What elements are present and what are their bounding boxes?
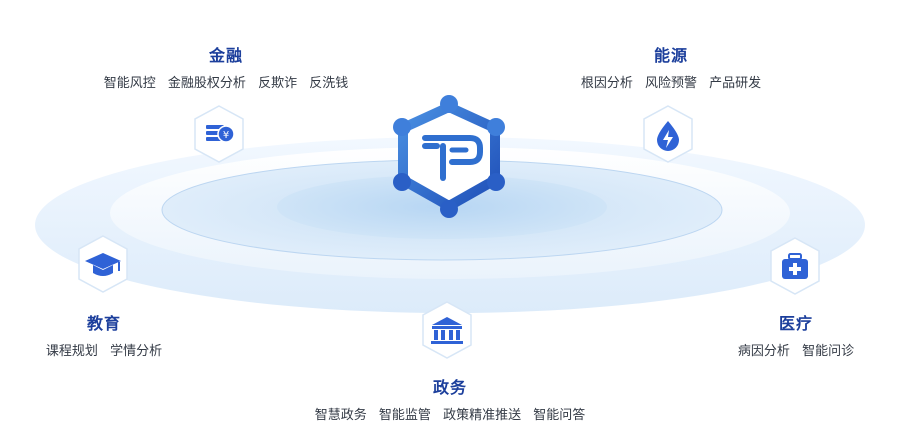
tag: 政策精准推送 xyxy=(443,408,522,423)
tag: 根因分析 xyxy=(580,76,633,91)
medical-kit-icon xyxy=(768,236,822,296)
tag: 风险预警 xyxy=(644,76,697,91)
tag: 智能问答 xyxy=(533,408,586,423)
tag: 智慧政务 xyxy=(314,408,367,423)
government-building-icon xyxy=(420,300,474,360)
tag: 智能风控 xyxy=(103,76,156,91)
tag: 课程规划 xyxy=(45,344,98,359)
tag: 产品研发 xyxy=(709,76,762,91)
tag: 金融股权分析 xyxy=(167,76,246,91)
sector-energy: 能源 根因分析 风险预警 产品研发 xyxy=(540,42,802,91)
tag-list: 智能风控 金融股权分析 反欺诈 反洗钱 xyxy=(70,72,382,91)
graduation-cap-icon xyxy=(76,234,130,294)
tag-list: 智慧政务 智能监管 政策精准推送 智能问答 xyxy=(270,404,630,423)
sector-title: 教育 xyxy=(86,314,121,333)
sector-title: 金融 xyxy=(208,46,243,65)
sector-title: 政务 xyxy=(432,378,467,397)
sector-title: 能源 xyxy=(653,46,688,65)
tag: 智能问诊 xyxy=(802,344,855,359)
tag: 学情分析 xyxy=(110,344,163,359)
sector-medical: 医疗 病因分析 智能问诊 xyxy=(716,310,876,359)
svg-text:¥: ¥ xyxy=(223,130,229,141)
tag: 反欺诈 xyxy=(258,76,298,91)
water-drop-bolt-icon xyxy=(641,104,695,164)
sector-government: 政务 智慧政务 智能监管 政策精准推送 智能问答 xyxy=(270,374,630,423)
sector-finance: 金融 智能风控 金融股权分析 反欺诈 反洗钱 xyxy=(70,42,382,91)
tag: 智能监管 xyxy=(378,408,431,423)
tag-list: 课程规划 学情分析 xyxy=(24,340,184,359)
tag: 病因分析 xyxy=(737,344,790,359)
sector-education: 教育 课程规划 学情分析 xyxy=(24,310,184,359)
tag-list: 根因分析 风险预警 产品研发 xyxy=(540,72,802,91)
tag: 反洗钱 xyxy=(309,76,349,91)
tag-list: 病因分析 智能问诊 xyxy=(716,340,876,359)
finance-card-yuan-icon: ¥ xyxy=(192,104,246,164)
sector-title: 医疗 xyxy=(778,314,813,333)
central-logo-icon xyxy=(393,95,505,218)
